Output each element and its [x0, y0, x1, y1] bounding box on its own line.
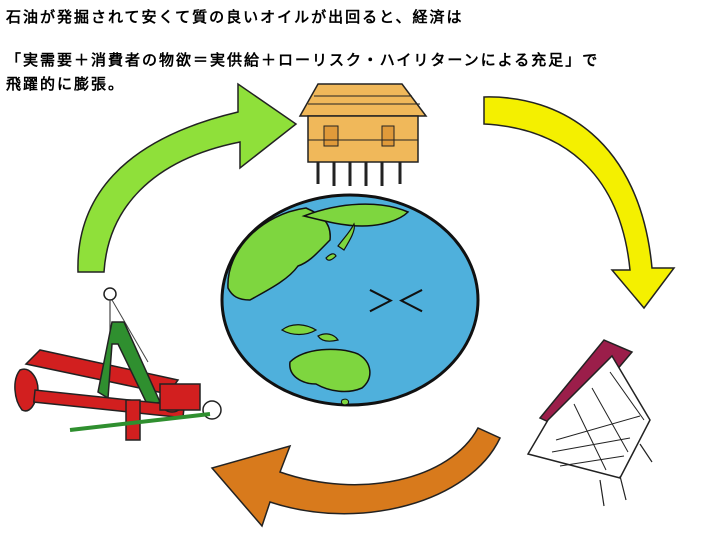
stilt-house-icon — [298, 83, 428, 186]
earth-icon — [220, 193, 480, 407]
caption-line-1: 石油が発掘されて安くて質の良いオイルが出回ると、経済は — [6, 8, 464, 26]
orange-arrow — [210, 427, 502, 528]
collapsed-house-icon — [526, 339, 653, 507]
green-arrow — [77, 82, 298, 273]
caption-line-3: 飛躍的に膨張。 — [6, 75, 126, 93]
earth-face: ＞＜ — [366, 285, 426, 320]
caption-line-2: 「実需要＋消費者の物欲＝実供給＋ローリスク・ハイリターンによる充足」で — [6, 51, 600, 69]
oil-pump-icon — [14, 287, 222, 441]
yellow-arrow — [483, 96, 676, 310]
